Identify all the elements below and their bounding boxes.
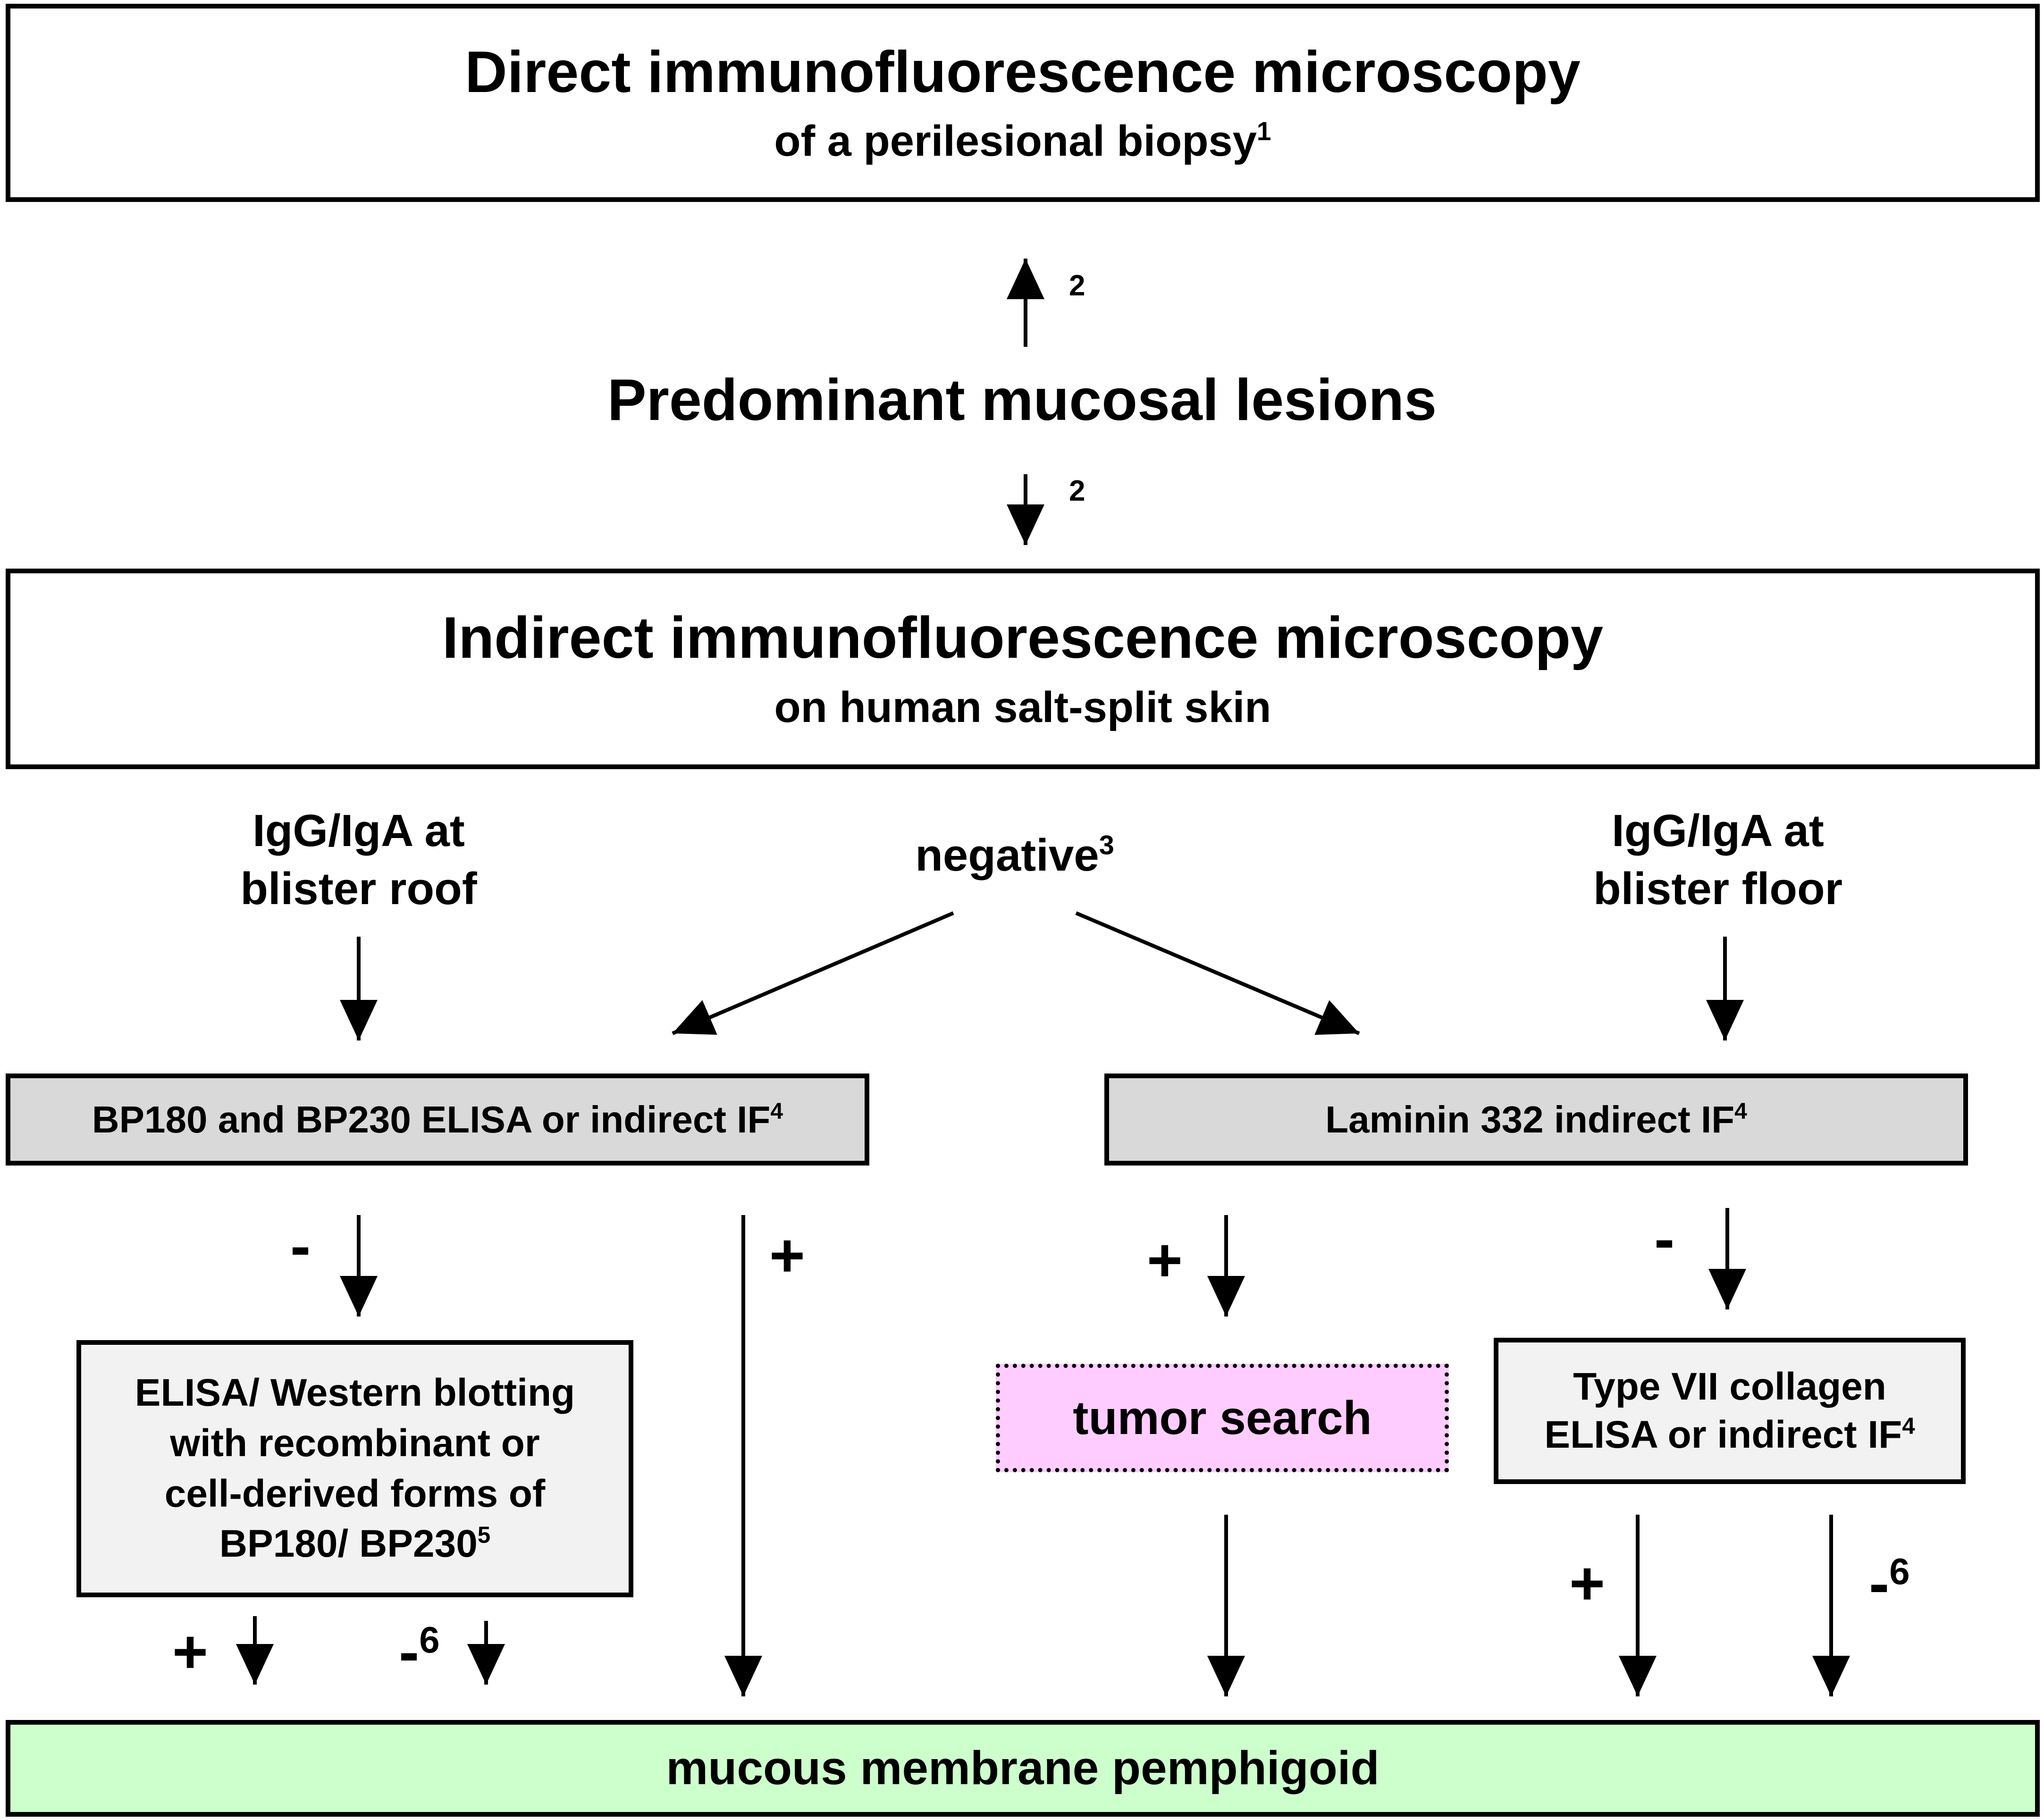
- result-box: mucous membrane pemphigoid: [6, 1720, 2040, 1817]
- bp-negative-sign: -: [290, 1211, 311, 1280]
- footnote-6: 6: [419, 1619, 440, 1661]
- bp-positive-sign: +: [769, 1221, 805, 1290]
- elisa-positive-sign: +: [172, 1617, 208, 1686]
- floor-label: IgG/IgA at blister floor: [1593, 805, 1843, 914]
- center-label: Predominant mucosal lesions: [607, 368, 1437, 433]
- footnote-3: 3: [1099, 830, 1114, 861]
- arrow-up-footnote: 2: [1069, 269, 1085, 302]
- elisa-western-box: ELISA/ Western blotting with recombinant…: [76, 1340, 633, 1597]
- roof-label: IgG/IgA at blister roof: [240, 805, 477, 914]
- elisa-negative-sign: -6: [399, 1617, 440, 1686]
- laminin-negative-sign: -: [1654, 1204, 1675, 1273]
- bp-test-box: BP180 and BP230 ELISA or indirect IF4: [6, 1074, 869, 1166]
- indirect-if-subtitle: on human salt-split skin: [774, 683, 1271, 731]
- footnote-5: 5: [477, 1522, 491, 1548]
- direct-if-box: Direct immunofluorescence microscopy of …: [6, 4, 2040, 202]
- direct-if-title: Direct immunofluorescence microscopy: [465, 39, 1581, 105]
- indirect-if-box: Indirect immunofluorescence microscopy o…: [6, 569, 2040, 769]
- footnote-6: 6: [1889, 1551, 1910, 1593]
- arrow-negative-to-bp-test: [672, 911, 954, 1035]
- collagen-test-box: Type VII collagen ELISA or indirect IF4: [1494, 1338, 1966, 1484]
- footnote-4: 4: [770, 1099, 783, 1124]
- arrow-negative-to-laminin-test: [1075, 911, 1360, 1035]
- tumor-search-box: tumor search: [996, 1364, 1449, 1472]
- footnote-4: 4: [1734, 1099, 1747, 1124]
- collagen-negative-sign: -6: [1869, 1549, 1910, 1618]
- laminin-test-box: Laminin 332 indirect IF4: [1104, 1074, 1968, 1166]
- collagen-positive-sign: +: [1569, 1549, 1605, 1618]
- arrow-down-footnote: 2: [1069, 475, 1085, 507]
- footnote-4: 4: [1902, 1413, 1915, 1439]
- footnote-1: 1: [1256, 116, 1271, 146]
- direct-if-subtitle: of a perilesional biopsy1: [774, 116, 1271, 166]
- negative-label: negative3: [915, 830, 1114, 881]
- laminin-positive-sign: +: [1147, 1225, 1183, 1294]
- indirect-if-title: Indirect immunofluorescence microscopy: [442, 605, 1604, 671]
